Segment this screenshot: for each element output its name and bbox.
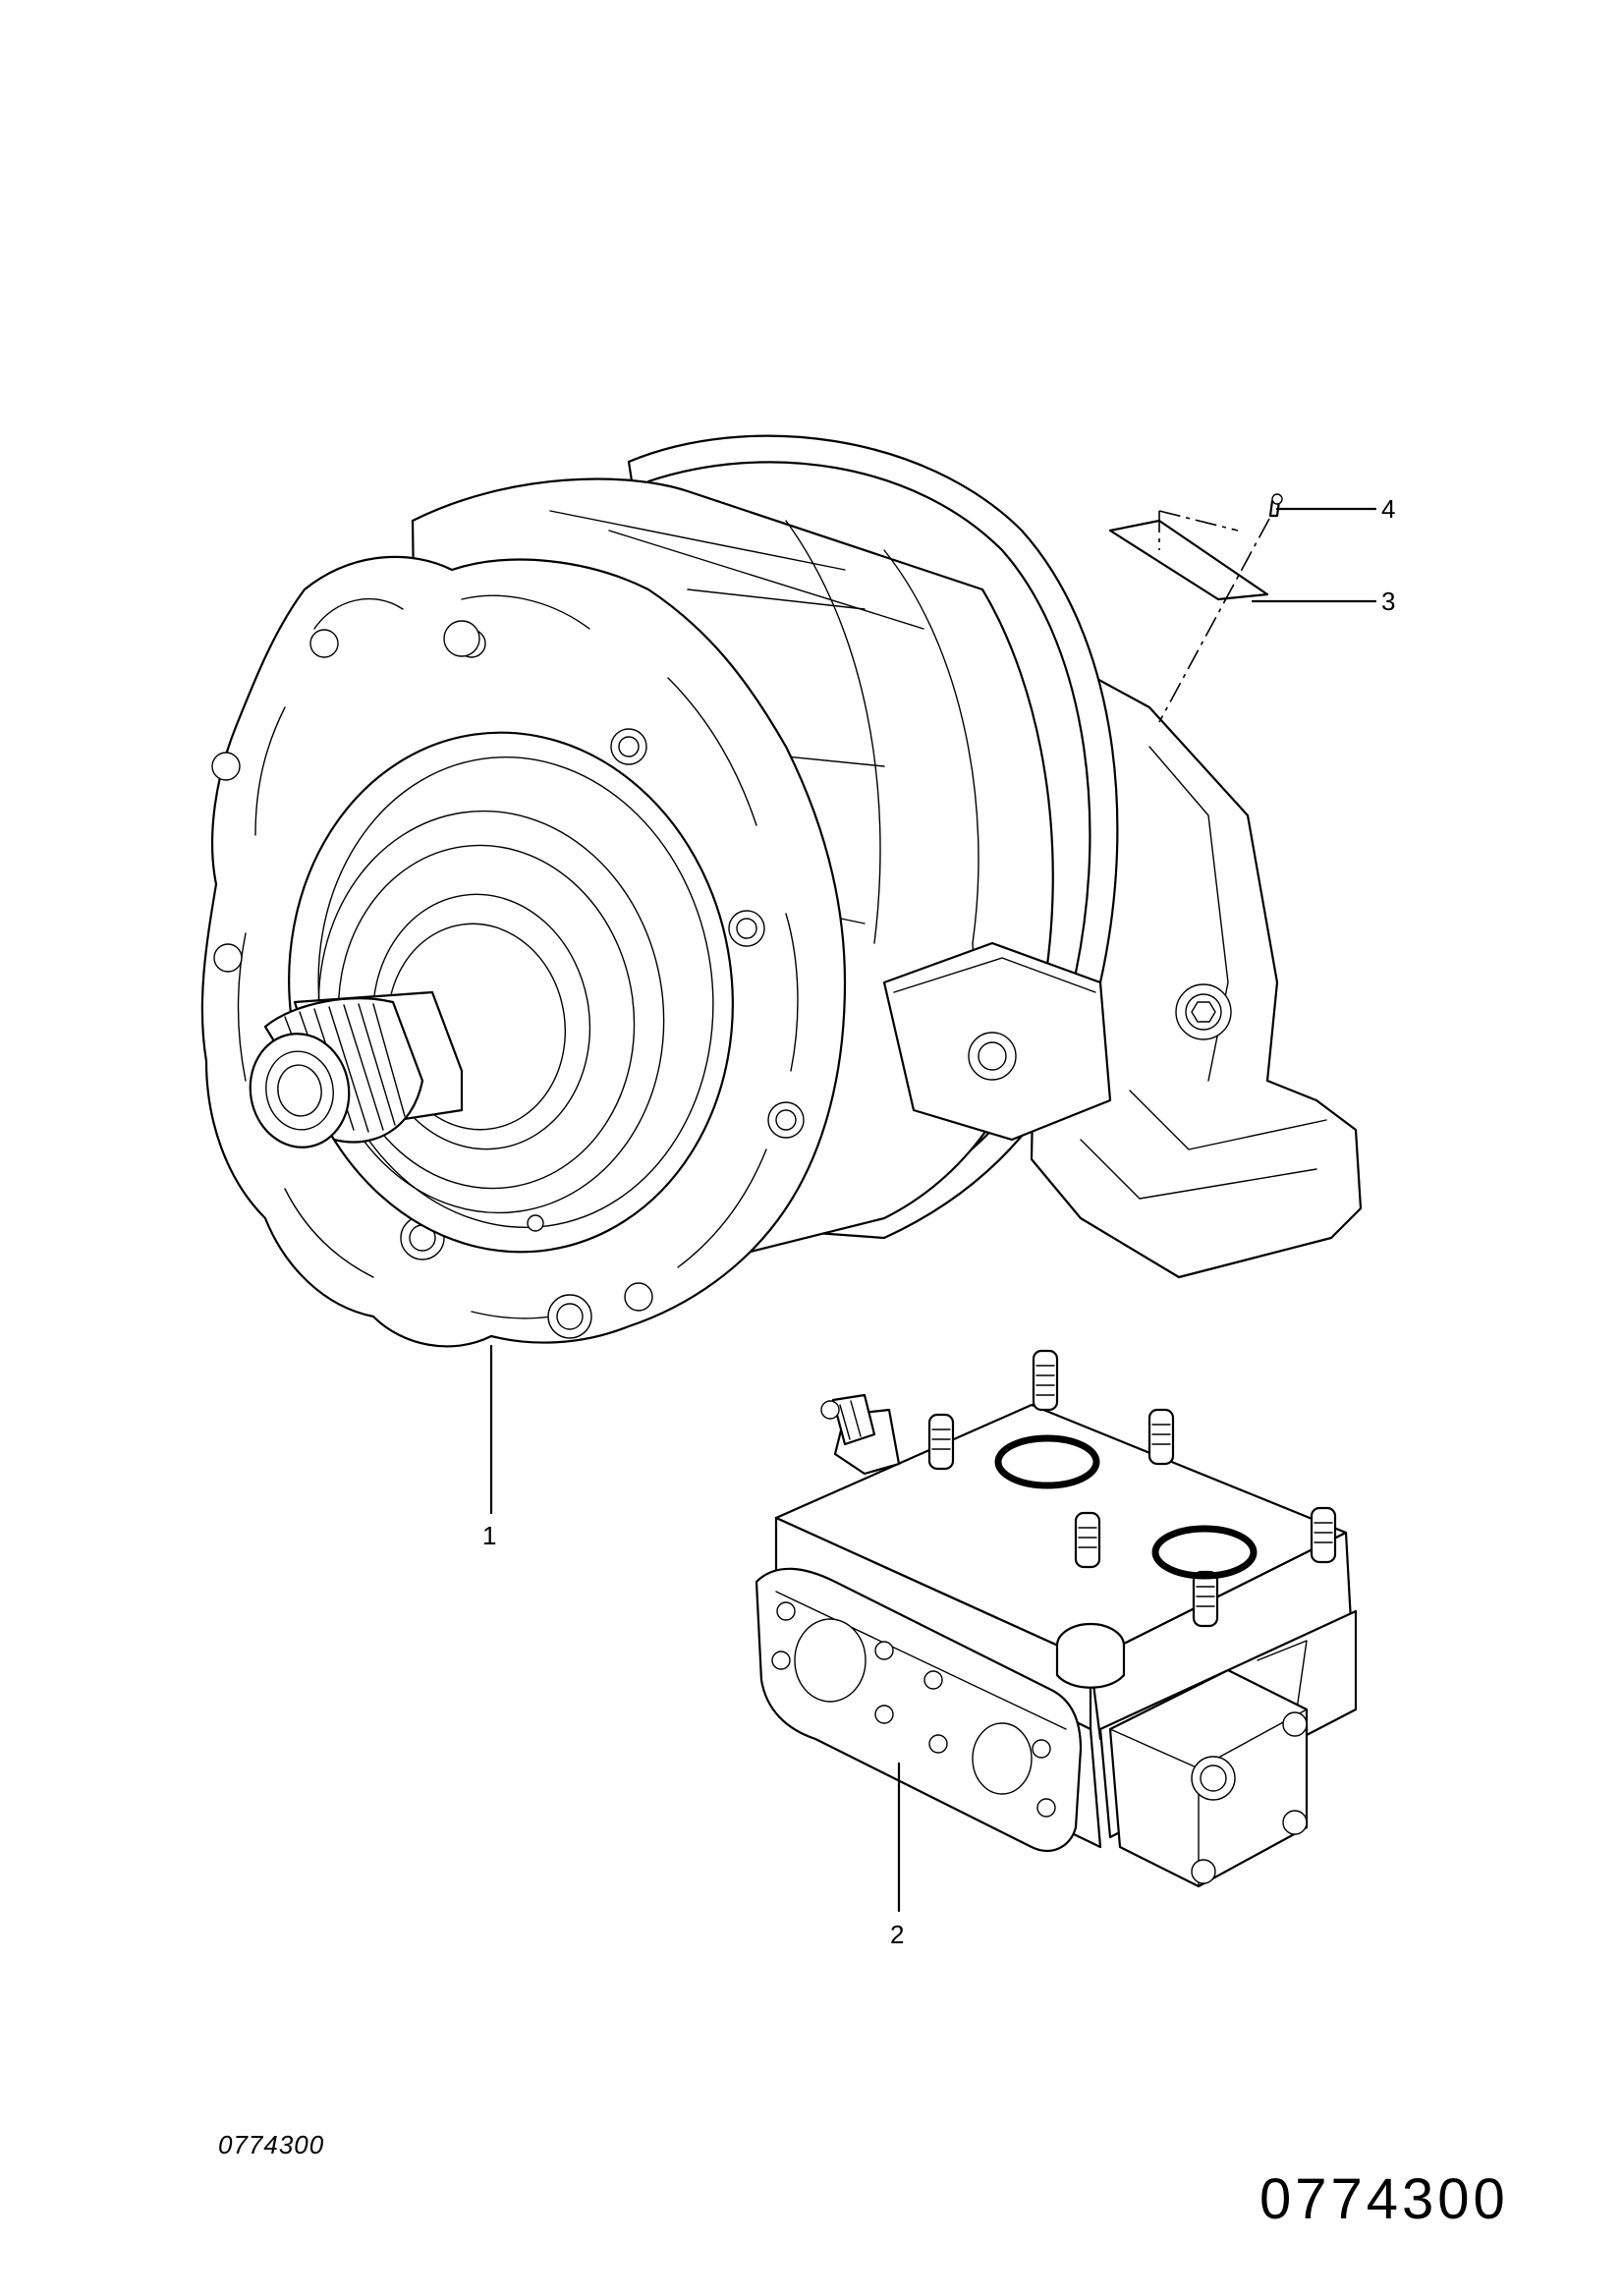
splined-output-shaft	[249, 990, 464, 1148]
reference-number-small: 0774300	[218, 2130, 325, 2159]
relief-valve-fitting	[820, 1393, 901, 1476]
o-ring-lower	[1151, 1525, 1258, 1580]
callout-2: 2	[890, 1920, 904, 1949]
o-ring-upper	[994, 1434, 1100, 1489]
flange-bolt-holes	[211, 620, 805, 1339]
callout-1: 1	[482, 1521, 496, 1550]
mounting-studs	[927, 1349, 1337, 1628]
hydraulic-motor-part-1	[200, 434, 1363, 1348]
leader-lines	[489, 507, 1377, 1913]
valve-block-part-2	[755, 1349, 1358, 1888]
screw-part-4	[1268, 493, 1283, 518]
callout-3: 3	[1381, 587, 1395, 616]
callout-4: 4	[1381, 494, 1395, 524]
reference-number-large: 0774300	[1259, 2167, 1509, 2231]
name-plate-part-3	[1108, 519, 1269, 601]
